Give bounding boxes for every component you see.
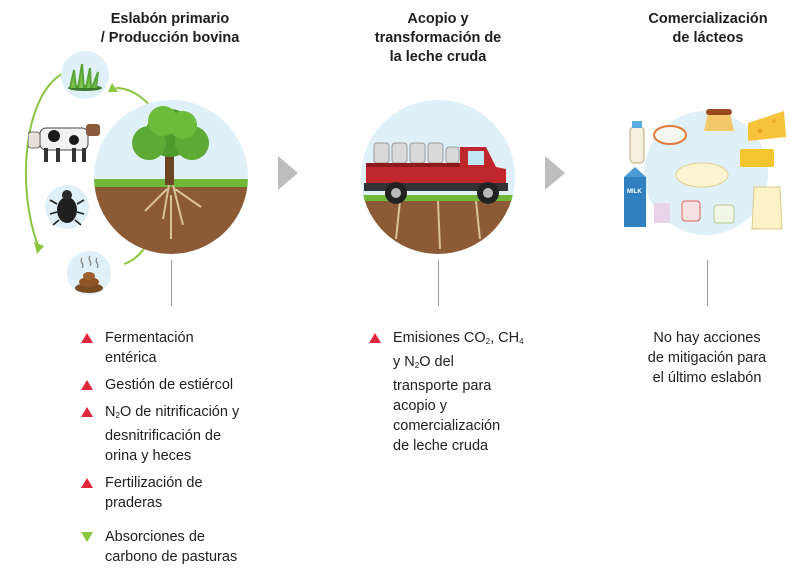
stage1-title: Eslabón primario / Producción bovina [70,10,270,48]
list-item-text: y N2O del [393,352,563,376]
emission-marker-icon [81,478,93,488]
stage1-connector [171,260,172,306]
list-item-text: entérica [105,350,157,366]
note-text: de mitigación para [647,350,767,366]
list-item: Gestión de estiércol [75,375,305,395]
emission-marker-icon [369,333,381,343]
formula-text: N [105,404,116,420]
beetle-icon [45,185,89,229]
manure-icon [67,251,111,295]
list-item-text: desnitrificación de [105,428,222,444]
cow-icon [28,124,100,162]
list-item-text: Fertilización de [105,475,203,491]
stage3-title-line1: Comercialización [648,11,768,27]
formula-text: O del [419,354,454,370]
stage1-list: Fermentación entérica Gestión de estiérc… [75,328,305,574]
list-item-text: transporte para [393,378,492,394]
emission-marker-icon [81,333,93,343]
list-item: Absorciones de carbono de pasturas [75,527,305,567]
stage3-connector [707,260,708,306]
list-item-text: N2O de nitrificación y [105,402,305,426]
stage3-title-line2: de lácteos [672,30,744,46]
list-item: N2O de nitrificación y desnitrificación … [75,402,305,466]
stage-arrow-icon [278,156,298,190]
nutrient-cycle-illustration [25,73,152,265]
list-item-text: carbono de pasturas [105,549,238,565]
formula-text: y N [393,354,415,370]
stage3-title: Comercialización de lácteos [608,10,790,48]
list-item-text: Fermentación [105,330,194,346]
note-text: el último eslabón [652,370,762,386]
milk-label: MILK [627,189,642,195]
subscript: 2 [115,411,120,420]
subscript: 2 [485,337,491,346]
list-item-text: orina y heces [105,448,192,464]
formula-text: O de nitrificación y [119,404,240,420]
tree-icon [94,100,248,254]
dairy-products-icon: MILK [624,109,786,235]
list-item-text: de leche cruda [393,438,489,454]
emission-marker-icon [81,380,93,390]
list-item-text: Emisiones CO2, CH4 [393,328,563,352]
list-item-text: Absorciones de [105,529,205,545]
list-item-text: comercialización [393,418,501,434]
emission-marker-icon [81,407,93,417]
grass-icon [61,51,109,99]
list-item-text: Gestión de estiércol [105,377,234,393]
list-item: Fertilización de praderas [75,473,305,513]
list-item-text: praderas [105,495,163,511]
stage3-note: No hay acciones de mitigación para el úl… [612,328,790,388]
stage-arrow-icon [545,156,565,190]
subscript: 4 [519,337,524,346]
subscript: 2 [414,361,420,370]
stage2-title: Acopio y transformación de la leche crud… [338,10,538,67]
stage1-title-line2: / Producción bovina [100,30,240,46]
list-item-text: acopio y [393,398,448,414]
note-text: No hay acciones [653,330,761,346]
list-item: Fermentación entérica [75,328,305,368]
stage2-list: Emisiones CO2, CH4 y N2O del transporte … [363,328,563,463]
stage2-title-line1: Acopio y [407,11,469,27]
formula-text: , CH [490,330,520,346]
stage1-title-line1: Eslabón primario [110,11,230,27]
list-item: Emisiones CO2, CH4 y N2O del transporte … [363,328,563,456]
formula-text: Emisiones CO [393,330,486,346]
stage2-title-line3: la leche cruda [389,49,487,65]
stage2-connector [438,260,439,306]
absorption-marker-icon [81,532,93,542]
stage2-title-line2: transformación de [374,30,502,46]
truck-icon [361,100,515,254]
